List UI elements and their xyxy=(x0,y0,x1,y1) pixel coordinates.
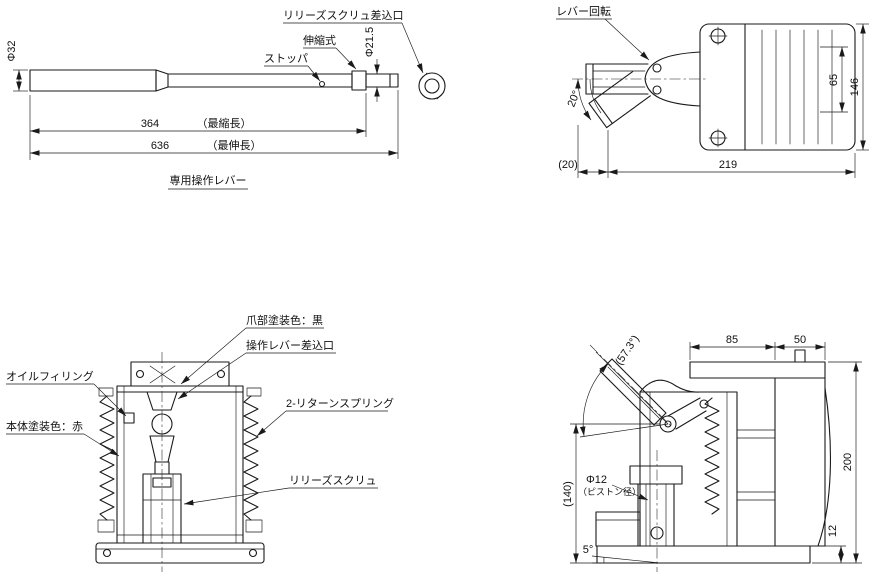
dim-146: 146 xyxy=(849,78,861,96)
label-body-color: 本体塗装色：赤 xyxy=(6,419,83,433)
lever-socket-plan xyxy=(585,51,701,107)
side-base xyxy=(596,545,811,564)
dim-rotation-angle: 20° xyxy=(566,89,583,109)
dim-dia215: Φ21.5 xyxy=(364,27,376,57)
label-telescopic: 伸縮式 xyxy=(303,33,336,47)
label-oil-filling: オイルフィリング xyxy=(6,369,94,383)
spring-right xyxy=(243,395,259,521)
dim-dia12-note: （ピストン径） xyxy=(578,486,641,497)
side-piston xyxy=(629,465,683,547)
front-base xyxy=(95,542,265,564)
lever-dimensions: Φ32 Φ21.5 364 （最縮長） 636 （最伸長） xyxy=(6,27,399,160)
lever-rotation-view: 20° レバー回転 65 146 219 (20) xyxy=(556,5,869,178)
label-claw-color: 爪部塗装色：黒 xyxy=(246,313,323,327)
frame-bolt xyxy=(794,349,806,363)
dim-65: 65 xyxy=(828,74,840,86)
dim-12: 12 xyxy=(827,525,839,537)
side-frame xyxy=(689,349,831,547)
claw-top-cap xyxy=(130,361,230,387)
dim-200: 200 xyxy=(842,453,854,471)
front-body xyxy=(116,361,244,544)
side-body xyxy=(639,379,738,547)
lever-socket-rotated xyxy=(588,71,651,129)
telescopic-collar xyxy=(351,70,367,91)
dim-140: (140) xyxy=(562,481,574,507)
oil-filling-plug xyxy=(123,412,135,424)
dim-dia32: Φ32 xyxy=(6,40,18,61)
jack-side-view: (57.3°) 85 50 200 12 (140) Φ12 （ピストン径） xyxy=(562,333,862,572)
jack-front-view: 爪部塗装色：黒 操作レバー差込口 オイルフィリング 本体塗装色：赤 2-リターン… xyxy=(6,313,394,572)
lever-labels: リリーズスクリュ差込口 伸縮式 ストッパ xyxy=(264,8,424,82)
jack-body-plan xyxy=(699,23,856,151)
dim-85: 85 xyxy=(726,334,738,346)
base-bolt-left xyxy=(102,548,112,558)
return-springs xyxy=(97,387,263,533)
dim-50: 50 xyxy=(794,334,806,346)
lever-shaft xyxy=(29,69,399,92)
side-toe-claw xyxy=(595,511,641,547)
stopper-pin xyxy=(318,80,326,88)
side-swing: (57.3°) xyxy=(579,333,669,438)
rotation-view-title: レバー回転 xyxy=(556,5,611,18)
side-dimensions: 85 50 200 12 (140) Φ12 （ピストン径） 5° xyxy=(562,334,862,564)
pump-roller xyxy=(650,526,664,540)
front-labels: 爪部塗装色：黒 操作レバー差込口 オイルフィリング 本体塗装色：赤 2-リターン… xyxy=(6,313,394,506)
dim-364: 364 xyxy=(141,118,159,130)
label-release-port: リリーズスクリュ差込口 xyxy=(283,8,403,22)
lever-view-title: 専用操作レバー xyxy=(170,173,247,187)
side-lever-socket xyxy=(599,358,709,433)
dim-636-note: （最伸長） xyxy=(207,139,262,152)
front-mechanism xyxy=(142,391,182,544)
lever-socket-opening xyxy=(146,391,178,411)
label-return-spring: 2-リターンスプリング xyxy=(286,396,394,410)
swing-angle-arc xyxy=(575,78,592,121)
base-bolt-right xyxy=(248,548,258,558)
dim-dia12: Φ12 xyxy=(586,474,607,486)
label-release-screw: リリーズスクリュ xyxy=(289,473,376,487)
spring-left xyxy=(99,395,115,521)
dim-20: (20) xyxy=(558,159,578,171)
dim-swing-angle: (57.3°) xyxy=(613,333,641,367)
dim-tilt-angle: 5° xyxy=(583,544,594,556)
release-screw xyxy=(152,477,172,488)
label-lever-port: 操作レバー差込口 xyxy=(246,338,334,352)
rotation-dimensions: 65 146 219 (20) xyxy=(558,23,869,178)
mount-bolt-top xyxy=(708,26,728,46)
spring-side xyxy=(704,397,720,515)
label-stopper: ストッパ xyxy=(264,52,308,65)
dim-364-note: （最縮長） xyxy=(197,116,252,130)
mount-bolt-bottom xyxy=(708,128,728,148)
dim-636: 636 xyxy=(151,140,169,152)
socket-section-circle xyxy=(418,72,446,100)
lever-side-view: リリーズスクリュ差込口 伸縮式 ストッパ Φ32 Φ21.5 364 （最縮長） xyxy=(6,8,446,190)
dim-219: 219 xyxy=(719,159,737,171)
